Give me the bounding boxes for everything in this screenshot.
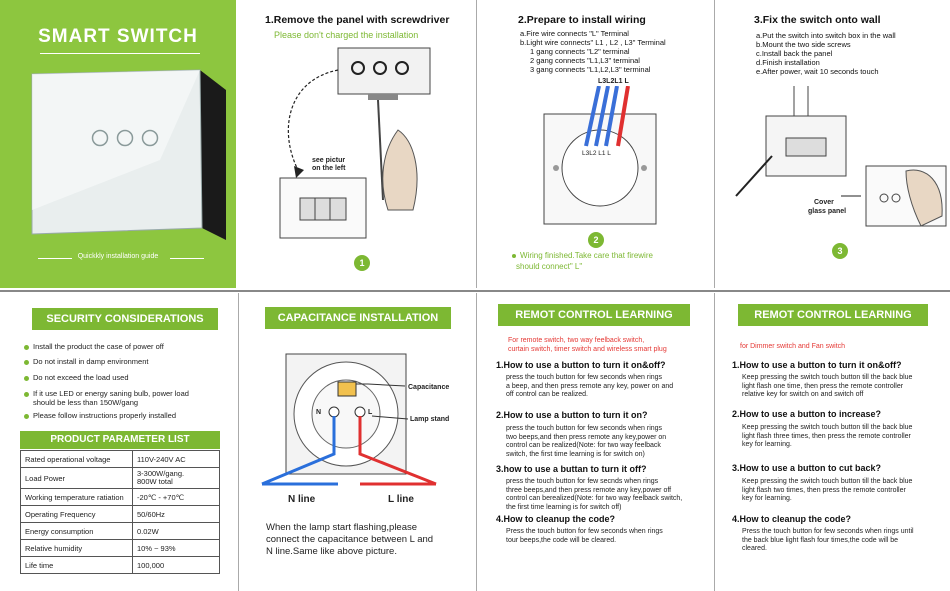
security-panel: SECURITY CONSIDERATIONS Install the prod… <box>0 294 237 591</box>
terminal-labels-inner: L3L2 L1 L <box>582 150 611 157</box>
step1-subtitle: Please don't charged the installation <box>274 30 419 40</box>
guide-line-right <box>170 258 204 259</box>
table-row: Working temperature ratiation-20℃ - +70℃ <box>20 488 220 506</box>
step3-list: a.Put the switch into switch box in the … <box>756 31 896 76</box>
switch-product-image <box>31 69 226 240</box>
remote1-q1: 1.How to use a button to turn it on&off? <box>496 360 666 370</box>
remote2-a1: Keep pressing the switch touch button ti… <box>742 374 913 398</box>
remote-learning-panel-1: REMOT CONTROL LEARNING For remote switch… <box>478 294 713 591</box>
label-lamp-stand: Lamp stand <box>410 416 450 423</box>
remote2-q1: 1.How to use a button to turn it on&off? <box>732 360 902 370</box>
touch-button-1 <box>91 129 109 147</box>
hero-title-underline <box>40 53 200 54</box>
step2-list: a.Fire wire connects "L" Terminal b.Ligh… <box>520 29 666 74</box>
hero-panel: SMART SWITCH Quickkly installation guide <box>0 0 236 288</box>
step1-title: 1.Remove the panel with screwdriver <box>265 14 450 26</box>
security-item: Do not exceed the load used <box>24 373 129 382</box>
remote2-a4: Press the touch button for few seconds w… <box>742 528 914 552</box>
remote2-q3: 3.How to use a button to cut back? <box>732 463 882 473</box>
remote-header-1: REMOT CONTROL LEARNING <box>498 304 690 326</box>
step2-panel: 2.Prepare to install wiring a.Fire wire … <box>478 0 713 288</box>
security-item: Do not install in damp environment <box>24 357 148 366</box>
remote2-applies-to: for Dimmer switch and Fan switch <box>740 343 846 350</box>
step3-number: 3 <box>832 243 848 259</box>
remote1-a1: press the touch button for few seconds w… <box>506 374 674 398</box>
security-item: Please follow instructions properly inst… <box>24 411 176 420</box>
touch-button-3 <box>141 129 159 147</box>
remote1-a2: press the touch button for few seconds w… <box>506 425 667 458</box>
guide-line-left <box>38 258 72 259</box>
terminal-labels-top: L3L2L1 L <box>598 78 629 85</box>
security-item: If it use LED or energy saning bulb, pow… <box>24 389 189 407</box>
capacitance-diagram <box>261 353 437 486</box>
divider <box>238 293 239 591</box>
remote2-a2: Keep pressing the switch touch button ti… <box>742 424 913 448</box>
label-l: L <box>368 409 373 416</box>
remote-learning-panel-2: REMOT CONTROL LEARNING for Dimmer switch… <box>716 294 950 591</box>
divider <box>476 0 477 288</box>
cover-label: Cover glass panel <box>808 199 847 215</box>
remote1-q3: 3.how to use a buttan to turn it off? <box>496 464 647 474</box>
step3-mount-illustration <box>735 86 947 227</box>
security-header: SECURITY CONSIDERATIONS <box>32 308 218 330</box>
l-line-label: L line <box>388 494 414 505</box>
step1-illustration <box>279 47 431 239</box>
remote1-a4: Press the touch button for few seconds w… <box>506 528 663 544</box>
touch-button-2 <box>116 129 134 147</box>
guide-text: Quickkly installation guide <box>77 253 159 260</box>
bullet-dot <box>512 253 516 258</box>
security-item: Install the product the case of power of… <box>24 342 164 351</box>
n-line-label: N line <box>288 494 316 505</box>
step1-number: 1 <box>354 255 370 271</box>
step2-number: 2 <box>588 232 604 248</box>
divider <box>476 293 477 591</box>
step1-panel: 1.Remove the panel with screwdriver Plea… <box>238 0 475 288</box>
step3-panel: 3.Fix the switch onto wall a.Put the swi… <box>716 0 950 288</box>
hero-title: SMART SWITCH <box>38 26 198 47</box>
remote2-a3: Keep pressing the switch touch button ti… <box>742 478 913 502</box>
horizontal-divider <box>0 290 950 292</box>
capacitance-panel: CAPACITANCE INSTALLATION Capacitance Lam… <box>240 294 475 591</box>
divider <box>714 0 715 288</box>
remote1-applies-to: For remote switch, two way feelback swit… <box>508 337 667 353</box>
remote2-q4: 4.How to cleanup the code? <box>732 514 852 524</box>
remote1-q4: 4.How to cleanup the code? <box>496 514 616 524</box>
capacitance-description: When the lamp start flashing,please conn… <box>266 522 434 557</box>
step3-title: 3.Fix the switch onto wall <box>754 14 881 26</box>
label-n: N <box>316 409 322 416</box>
step2-finish-note: Wiring finished.Take care that firewire … <box>512 250 653 272</box>
step2-wiring-illustration <box>543 86 657 225</box>
remote2-q2: 2.How to use a button to increase? <box>732 409 882 419</box>
remote1-a3: press the touch button for few secnds wh… <box>506 478 683 511</box>
remote-header-2: REMOT CONTROL LEARNING <box>738 304 928 326</box>
params-header: PRODUCT PARAMETER LIST <box>20 431 220 449</box>
step2-title: 2.Prepare to install wiring <box>518 14 646 26</box>
divider <box>714 293 715 591</box>
capacitance-header: CAPACITANCE INSTALLATION <box>265 307 451 329</box>
remote1-q2: 2.How to use a button to turn it on? <box>496 410 648 420</box>
step1-note: see pictur on the left <box>312 157 346 172</box>
label-capacitance: Capacitance <box>408 384 450 391</box>
